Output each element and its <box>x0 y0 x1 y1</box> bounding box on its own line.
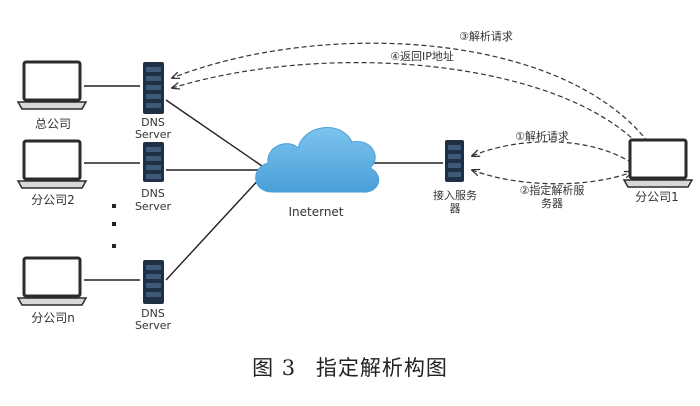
dns-server-label-line1: DNS <box>141 307 165 320</box>
dns-server-label-line1: DNS <box>141 116 165 129</box>
access-server-label-line2: 器 <box>450 202 461 215</box>
dns-server-label-line2: Server <box>135 128 172 141</box>
connection-lines <box>84 85 443 281</box>
arrow-step3 <box>172 42 649 143</box>
internet-label: Ineternet <box>288 205 343 219</box>
step2-label-line2: 务器 <box>541 197 563 210</box>
laptop-icon <box>16 60 88 110</box>
laptop-icon <box>16 256 88 306</box>
branch2-label: 分公司2 <box>31 193 75 207</box>
arrow-step1 <box>472 141 633 164</box>
arrow-step2 <box>472 170 632 185</box>
access-server-label-line1: 接入服务 <box>433 189 477 202</box>
laptop-icon <box>16 139 88 189</box>
step2-label-line1: ②指定解析服 <box>520 183 585 197</box>
laptop-icon <box>622 138 694 188</box>
server-icon <box>445 140 464 182</box>
figure-number: 图 3 <box>252 356 297 380</box>
server-icon <box>143 142 164 182</box>
dashed-arrows <box>172 42 649 185</box>
branch1-label: 分公司1 <box>635 190 679 204</box>
arrow-step4 <box>172 61 643 149</box>
server-icon <box>143 260 164 304</box>
figure-title: 指定解析构图 <box>315 356 448 380</box>
step3-label: ③解析请求 <box>459 29 513 43</box>
link-dns3-internet <box>165 175 263 281</box>
cloud-icon <box>255 127 380 193</box>
link-dns1-internet <box>165 99 263 167</box>
ellipsis-dots <box>112 204 116 248</box>
step4-label: ④返回IP地址 <box>390 49 454 63</box>
figure-caption: 图 3 指定解析构图 <box>0 352 700 382</box>
dns-server-label-line2: Server <box>135 200 172 213</box>
step1-label: ①解析请求 <box>515 129 569 143</box>
dns-server-label-line1: DNS <box>141 187 165 200</box>
dns-server-label-line2: Server <box>135 319 172 332</box>
hq-label: 总公司 <box>35 117 71 131</box>
branchn-label: 分公司n <box>31 311 75 325</box>
server-icon <box>143 62 164 114</box>
